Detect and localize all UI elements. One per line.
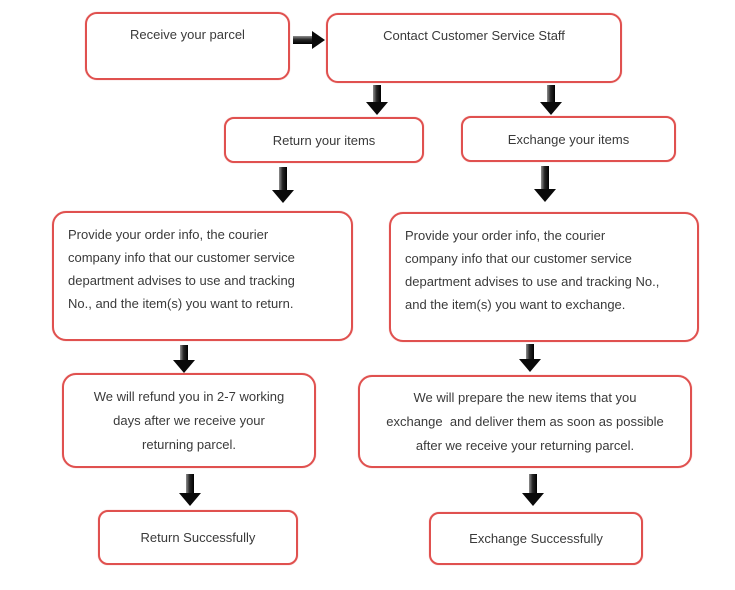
node-exchange-detail-line: Provide your order info, the courier	[405, 228, 606, 243]
arrow-down-icon	[179, 474, 201, 506]
node-return-detail-line: No., and the item(s) you want to return.	[68, 296, 294, 311]
arrow-stem	[541, 166, 549, 189]
arrow-head	[272, 190, 294, 203]
node-return-detail: Provide your order info, the courier com…	[52, 211, 353, 341]
arrow-stem	[186, 474, 194, 493]
node-exchange-detail: Provide your order info, the courier com…	[389, 212, 699, 342]
arrow-head	[366, 102, 388, 115]
node-contact-customer-service-label: Contact Customer Service Staff	[383, 28, 565, 43]
node-return-your-items: Return your items	[224, 117, 424, 163]
arrow-stem	[373, 85, 381, 102]
node-return-detail-line: department advises to use and tracking	[68, 273, 295, 288]
arrow-stem	[529, 474, 537, 493]
arrow-down-icon	[519, 344, 541, 372]
arrow-head	[173, 360, 195, 373]
arrow-right-icon	[293, 31, 325, 49]
node-prepare: We will prepare the new items that you e…	[358, 375, 692, 468]
node-refund-line: We will refund you in 2-7 working	[93, 388, 285, 404]
node-return-successfully-label: Return Successfully	[140, 530, 256, 545]
node-exchange-detail-line: department advises to use and tracking N…	[405, 274, 660, 289]
arrow-down-icon	[173, 345, 195, 373]
arrow-stem	[180, 345, 188, 360]
arrow-down-icon	[534, 166, 556, 202]
arrow-head	[519, 359, 541, 372]
node-receive-parcel-label: Receive your parcel	[130, 27, 245, 42]
arrow-down-icon	[522, 474, 544, 506]
node-refund-line: returning parcel.	[142, 436, 236, 452]
node-return-successfully: Return Successfully	[98, 510, 298, 565]
arrow-down-icon	[366, 85, 388, 115]
node-return-detail-line: Provide your order info, the courier	[68, 227, 269, 242]
node-prepare-line: exchange and deliver them as soon as pos…	[386, 413, 664, 429]
node-prepare-line: after we receive your returning parcel.	[415, 437, 635, 453]
arrow-head	[540, 102, 562, 115]
node-exchange-detail-line: company info that our customer service	[405, 251, 632, 266]
arrow-down-icon	[540, 85, 562, 115]
arrow-stem	[279, 167, 287, 190]
node-exchange-detail-line: and the item(s) you want to exchange.	[405, 297, 626, 312]
node-refund: We will refund you in 2-7 working days a…	[62, 373, 316, 468]
arrow-head	[522, 493, 544, 506]
node-exchange-successfully-label: Exchange Successfully	[469, 531, 603, 546]
node-exchange-your-items-label: Exchange your items	[507, 131, 630, 147]
node-prepare-line: We will prepare the new items that you	[413, 389, 637, 405]
arrow-head	[179, 493, 201, 506]
node-contact-customer-service: Contact Customer Service Staff	[326, 13, 622, 83]
node-return-your-items-label: Return your items	[272, 132, 376, 148]
arrow-head	[534, 189, 556, 202]
arrow-stem	[293, 36, 312, 44]
node-receive-parcel: Receive your parcel	[85, 12, 290, 80]
node-exchange-your-items: Exchange your items	[461, 116, 676, 162]
arrow-stem	[526, 344, 534, 359]
node-return-detail-line: company info that our customer service	[68, 250, 295, 265]
arrow-stem	[547, 85, 555, 102]
node-exchange-successfully: Exchange Successfully	[429, 512, 643, 565]
node-refund-line: days after we receive your	[113, 412, 265, 428]
arrow-head	[312, 31, 325, 49]
arrow-down-icon	[272, 167, 294, 203]
